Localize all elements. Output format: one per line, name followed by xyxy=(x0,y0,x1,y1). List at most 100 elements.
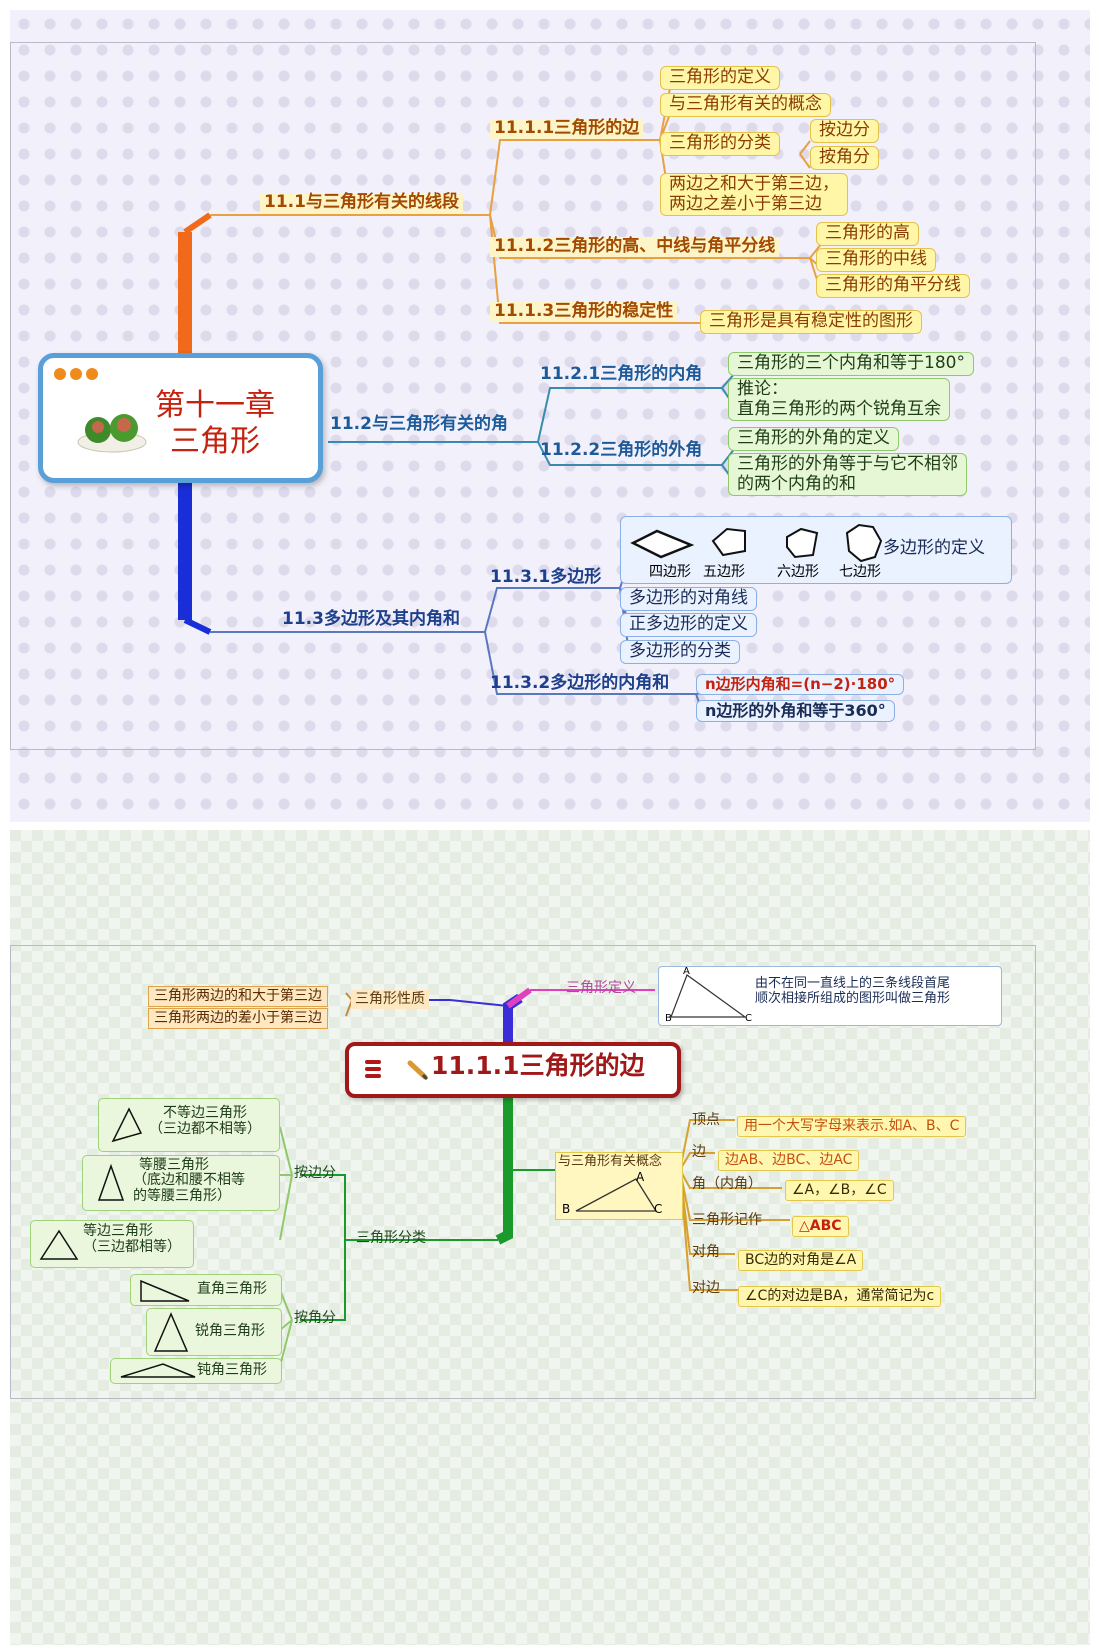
def-vertex-c: C xyxy=(745,1013,752,1024)
definition-text: 由不在同一直线上的三条线段首尾 顺次相接所组成的图形叫做三角形 xyxy=(755,976,951,1007)
by-angle-label: 按角分 xyxy=(294,1310,336,1326)
scalene-triangle-icon xyxy=(111,1107,143,1143)
concepts-triangle-figure xyxy=(575,1178,658,1212)
concept-value-side: 边AB、边BC、边AC xyxy=(718,1150,860,1171)
concept-key-angle: 角（内角） xyxy=(692,1176,762,1192)
concept-key-opposite-angle: 对角 xyxy=(692,1244,720,1260)
section-11-1-2-label: 11.1.2三角形的高、中线与角平分线 xyxy=(490,236,780,257)
section-11-3-2-label: 11.3.2多边形的内角和 xyxy=(490,673,670,693)
pencil-icon xyxy=(407,1058,429,1084)
triangle-definition-label: 三角形定义 xyxy=(566,980,636,996)
classify-by-side-node: 按边分 xyxy=(810,119,879,143)
altitude-node: 三角形的高 xyxy=(816,222,919,246)
shape-caption-5: 五边形 xyxy=(703,564,745,580)
triangle-definition-node: 三角形的定义 xyxy=(660,66,780,90)
corollary-node: 推论： 直角三角形的两个锐角互余 xyxy=(728,378,950,422)
equilateral-triangle-icon xyxy=(39,1229,79,1260)
corollary-line1: 推论： xyxy=(737,379,788,399)
list-icon xyxy=(363,1058,383,1084)
isosceles-triangle-node: 等腰三角形 （底边和腰不相等 的等腰三角形） xyxy=(82,1155,280,1211)
triangle-concepts-node: 与三角形有关的概念 xyxy=(660,93,831,117)
isosceles-triangle-icon xyxy=(97,1163,125,1201)
property-difference-node: 三角形两边的差小于第三边 xyxy=(148,1008,328,1029)
shape-caption-4: 四边形 xyxy=(649,564,691,580)
concept-key-vertex: 顶点 xyxy=(692,1112,720,1128)
concept-vertex-c: C xyxy=(654,1202,663,1216)
food-photo-icon xyxy=(76,402,148,454)
acute-triangle-icon xyxy=(153,1312,189,1352)
polygon-definition-node: 四边形 五边形 六边形 七边形 多边形的定义 xyxy=(620,516,1012,584)
concept-value-angle: ∠A，∠B，∠C xyxy=(785,1180,894,1201)
mindmap-frame-2 xyxy=(10,945,1036,1399)
concept-vertex-b: B xyxy=(562,1202,571,1216)
obtuse-triangle-icon xyxy=(120,1363,196,1378)
concepts-label: 与三角形有关概念 xyxy=(558,1154,663,1169)
corollary-line2: 直角三角形的两个锐角互余 xyxy=(737,398,941,419)
stability-node: 三角形是具有稳定性的图形 xyxy=(700,310,922,334)
side-rule-line2: 两边之差小于第三边 xyxy=(669,193,822,214)
concept-value-vertex: 用一个大写字母来表示.如A、B、C xyxy=(737,1116,967,1137)
scalene-line2: （三边都不相等） xyxy=(149,1121,261,1138)
shape-caption-7: 七边形 xyxy=(839,564,881,580)
def-vertex-b: B xyxy=(665,1013,672,1024)
chapter-mindmap-panel: 第十一章 三角形 11.1与三角形有关的线段 11.1.1三角形的边 三角形的定… xyxy=(10,10,1090,822)
right-triangle-node: 直角三角形 xyxy=(130,1274,282,1306)
concept-key-notation: 三角形记作 xyxy=(692,1212,762,1228)
equilateral-triangle-node: 等边三角形 （三边都相等） xyxy=(30,1220,194,1268)
exterior-angle-theorem-line2: 的两个内角的和 xyxy=(737,473,856,494)
concepts-node: 与三角形有关概念 A B C xyxy=(555,1152,683,1220)
chapter-root-node: 第十一章 三角形 xyxy=(38,353,323,483)
definition-triangle-figure xyxy=(670,974,747,1018)
section-11-2-1-label: 11.2.1三角形的内角 xyxy=(540,364,703,384)
regular-polygon-node: 正多边形的定义 xyxy=(620,613,757,637)
section-11-2-label: 11.2与三角形有关的角 xyxy=(330,414,508,434)
bottom-connector-lines xyxy=(279,987,790,1367)
concept-value-opposite-side: ∠C的对边是BA，通常简记为c xyxy=(738,1286,942,1307)
classification-label: 三角形分类 xyxy=(356,1230,426,1246)
side-rule-node: 两边之和大于第三边， 两边之差小于第三边 xyxy=(660,173,848,217)
polygon-diagonal-node: 多边形的对角线 xyxy=(620,587,757,611)
triangle-sides-mindmap-panel: 11.1.1三角形的边 三角形性质 三角形两边的和大于第三边 三角形两边的差小于… xyxy=(10,830,1090,1645)
scalene-line1: 不等边三角形 xyxy=(163,1105,247,1121)
scalene-triangle-node: 不等边三角形 （三边都不相等） xyxy=(98,1098,280,1152)
isosceles-line3: 的等腰三角形） xyxy=(133,1187,231,1204)
right-triangle-icon xyxy=(140,1279,190,1302)
concept-key-side: 边 xyxy=(692,1144,706,1160)
chapter-title-line2: 三角形 xyxy=(170,424,260,459)
exterior-angle-theorem-node: 三角形的外角等于与它不相邻 的两个内角的和 xyxy=(728,453,967,497)
acute-triangle-node: 锐角三角形 xyxy=(146,1308,282,1356)
equilateral-line2: （三边都相等） xyxy=(83,1239,181,1256)
chapter-title-line1: 第十一章 xyxy=(155,388,275,423)
section-11-1-3-label: 11.1.3三角形的稳定性 xyxy=(490,301,678,322)
polygon-classification-node: 多边形的分类 xyxy=(620,640,740,664)
exterior-angle-theorem-line1: 三角形的外角等于与它不相邻 xyxy=(737,454,958,474)
side-rule-line1: 两边之和大于第三边， xyxy=(669,174,839,194)
acute-triangle-label: 锐角三角形 xyxy=(195,1323,265,1339)
triangle-classification-node: 三角形的分类 xyxy=(660,132,780,156)
concept-key-opposite-side: 对边 xyxy=(692,1280,720,1296)
shape-caption-6: 六边形 xyxy=(777,564,819,580)
isosceles-line1: 等腰三角形 xyxy=(139,1157,209,1173)
equilateral-line1: 等边三角形 xyxy=(83,1223,153,1239)
interior-angle-sum-node: n边形内角和=(n−2)·180° xyxy=(696,674,905,696)
angle-bisector-node: 三角形的角平分线 xyxy=(816,274,970,298)
by-side-label: 按边分 xyxy=(294,1165,336,1181)
mindmap-frame xyxy=(10,42,1036,750)
section-11-2-2-label: 11.2.2三角形的外角 xyxy=(540,440,703,460)
property-sum-node: 三角形两边的和大于第三边 xyxy=(148,986,328,1007)
definition-text-line1: 由不在同一直线上的三条线段首尾 xyxy=(755,976,951,991)
classify-by-angle-node: 按角分 xyxy=(810,146,879,170)
center-topic-title: 11.1.1三角形的边 xyxy=(431,1051,645,1080)
concept-value-opposite-angle: BC边的对角是∠A xyxy=(738,1250,864,1271)
definition-text-line2: 顺次相接所组成的图形叫做三角形 xyxy=(755,990,951,1006)
concept-vertex-a: A xyxy=(636,1170,645,1184)
section-11-1-label: 11.1与三角形有关的线段 xyxy=(260,192,463,213)
concept-value-notation: △ABC xyxy=(792,1216,849,1237)
def-vertex-a: A xyxy=(683,966,690,977)
triangle-property-label: 三角形性质 xyxy=(351,990,429,1009)
obtuse-triangle-node: 钝角三角形 xyxy=(110,1358,282,1384)
exterior-angle-sum-node: n边形的外角和等于360° xyxy=(696,700,895,723)
polygon-definition-label: 多边形的定义 xyxy=(883,538,985,558)
polygon-shapes-icon xyxy=(630,523,883,563)
center-topic-node: 11.1.1三角形的边 xyxy=(345,1042,681,1098)
